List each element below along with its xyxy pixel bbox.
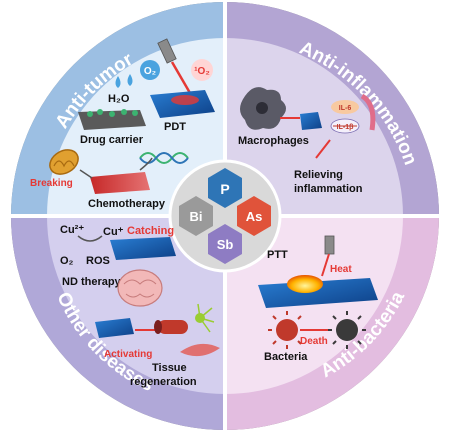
singlet-oxygen-bubble: ¹O₂ [191,59,213,81]
water-drops-icon [115,74,133,88]
relieving-label: Relieving [294,169,343,181]
drug-carrier-sheet [78,109,146,130]
activating-sheet [95,318,134,338]
arrow-dna [139,157,153,171]
il6-badge: IL-6 [331,100,359,114]
svg-text:Sb: Sb [217,237,234,252]
laser-icon [157,38,192,94]
h2o-label: H₂O [108,93,130,105]
bacteria-label: Bacteria [264,351,308,363]
neuron-icon [195,303,215,333]
tissue-label: Tissue [152,362,187,374]
dead-bacteria-icon [328,311,366,349]
element-p: P [208,168,242,208]
center-circle [168,159,282,273]
mitochondrion-icon [49,149,79,175]
breaking-label: Breaking [30,178,73,189]
ptt-label: PTT [267,249,288,261]
macrophages-label: Macrophages [238,135,309,147]
cu1-label: Cu⁺ [103,226,124,238]
fire-icon [287,275,323,293]
blood-vessel-icon [154,320,188,334]
element-as: As [237,196,271,236]
tissue-strand [360,93,376,131]
chemotherapy-sheet [90,172,150,194]
regeneration-label: regeneration [130,376,197,388]
nd-therapy-label: ND therapy [62,276,122,288]
svg-text:As: As [246,209,263,224]
svg-text:O₂: O₂ [144,66,156,77]
quadrant-top-left [47,38,225,216]
quadrant-bottom-right [225,216,403,394]
svg-text:¹O₂: ¹O₂ [194,66,210,77]
chemotherapy-label: Chemotherapy [88,198,166,210]
heat-label: Heat [330,264,352,275]
catching-sheet [110,237,176,260]
inflammation-label: inflammation [294,183,363,195]
ros-label: ROS [86,255,110,267]
death-label: Death [300,336,328,347]
o2-bubble: O₂ [140,60,160,80]
il10-badge: IL-1β [330,118,360,134]
muscle-cell-icon [180,343,220,357]
svg-text:IL-1β: IL-1β [337,124,354,131]
element-bi: Bi [179,196,213,236]
pdt-laser-spot [171,95,199,105]
brain-icon [117,269,163,307]
pdt-label: PDT [164,121,186,133]
element-sb: Sb [208,224,242,264]
activating-label: Activating [104,349,152,360]
arrow-relief [315,139,331,159]
catching-label: Catching [127,225,174,237]
cu2-label: Cu²⁺ [60,224,84,236]
o2-label-other: O₂ [60,255,74,267]
drug-carrier-label: Drug carrier [80,134,144,146]
svg-text:Bi: Bi [190,209,203,224]
svg-text:IL-6: IL-6 [339,105,352,112]
arrow-cu [77,235,103,242]
inflammation-sheet [300,112,322,130]
laser-ptt-icon [321,235,335,277]
arrow-mito [79,169,93,179]
svg-text:P: P [220,181,229,197]
macrophage-icon [240,87,286,130]
